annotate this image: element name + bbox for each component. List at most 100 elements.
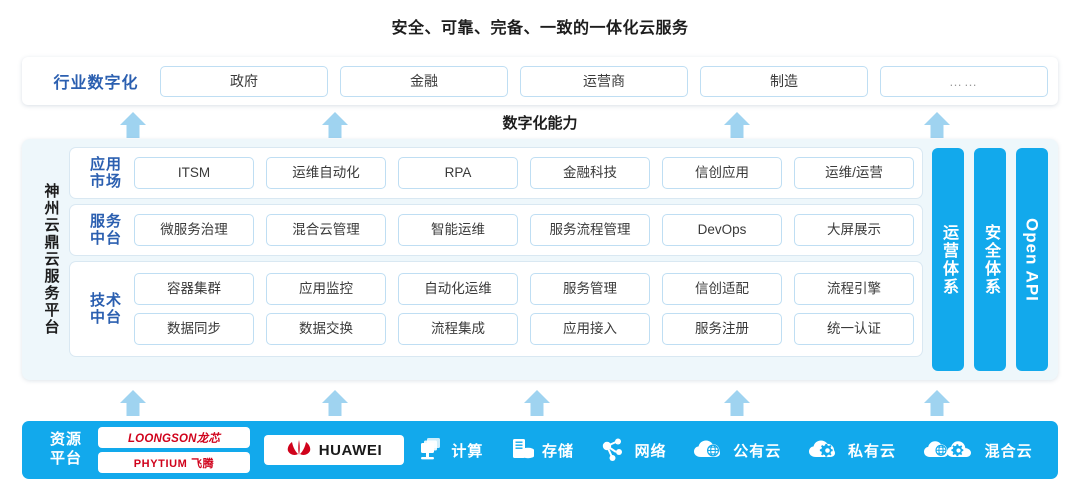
industry-cell-manufacturing[interactable]: 制造 [700, 65, 868, 97]
page-title: 安全、可靠、完备、一致的一体化云服务 [391, 20, 689, 37]
chip-unified-auth[interactable]: 统一认证 [794, 313, 914, 345]
platform-pillars: 运营体系 安全体系 Open API [922, 148, 1048, 371]
chip-xinchuang-adaptation[interactable]: 信创适配 [662, 273, 782, 305]
pillar-operation-system[interactable]: 运营体系 [932, 148, 964, 371]
industry-cell-more[interactable]: …… [880, 65, 1048, 97]
chip-row: 数据同步 数据交换 流程集成 应用接入 服务注册 统一认证 [134, 313, 914, 345]
resource-platform-band: 资源 平台 LOONGSON龙芯 PHYTIUM 飞腾 HUAWEI [22, 421, 1058, 479]
chip-microservice-governance[interactable]: 微服务治理 [134, 214, 254, 246]
huawei-logo: HUAWEI [264, 435, 404, 465]
huawei-logo-text: HUAWEI [318, 441, 383, 459]
up-arrow-icon-lower-3 [522, 388, 552, 418]
layer-service-rows: 微服务治理 混合云管理 智能运维 服务流程管理 DevOps 大屏展示 [134, 214, 914, 246]
chip-container-cluster[interactable]: 容器集群 [134, 273, 254, 305]
layer-app-market-rows: ITSM 运维自动化 RPA 金融科技 信创应用 运维/运营 [134, 157, 914, 189]
platform-layers: 应用 市场 ITSM 运维自动化 RPA 金融科技 信创应用 运维/运营 [70, 148, 922, 371]
resource-item-compute[interactable]: 计算 [417, 437, 483, 463]
up-arrow-icon-lower-1 [118, 388, 148, 418]
compute-icon [421, 438, 441, 460]
up-arrow-icon-upper-2 [320, 110, 350, 140]
platform-side-label: 神州云鼎云服务平台 [42, 183, 60, 336]
resource-item-public-cloud-label: 公有云 [733, 442, 782, 460]
resource-item-storage[interactable]: 存储 [510, 437, 574, 463]
chip-app-monitoring[interactable]: 应用监控 [266, 273, 386, 305]
layer-label-tech: 技术 中台 [78, 292, 134, 327]
layer-label-tech-line2: 中台 [89, 309, 122, 326]
layer-service-middle-platform: 服务 中台 微服务治理 混合云管理 智能运维 服务流程管理 DevOps 大屏展… [70, 205, 922, 255]
chip-vendor-logos: LOONGSON龙芯 PHYTIUM 飞腾 [98, 427, 250, 473]
layer-label-service: 服务 中台 [78, 213, 134, 248]
chip-hybrid-cloud-management[interactable]: 混合云管理 [266, 214, 386, 246]
layer-label-app-market: 应用 市场 [78, 156, 134, 191]
industry-cell-finance[interactable]: 金融 [340, 65, 508, 97]
chip-itsm[interactable]: ITSM [134, 157, 254, 189]
capability-caption: 数字化能力 [502, 115, 578, 132]
chip-service-management[interactable]: 服务管理 [530, 273, 650, 305]
industry-cell-operator[interactable]: 运营商 [520, 65, 688, 97]
chip-row: ITSM 运维自动化 RPA 金融科技 信创应用 运维/运营 [134, 157, 914, 189]
pillar-security-system-label: 安全体系 [982, 223, 999, 296]
resource-item-hybrid-cloud-label: 混合云 [984, 442, 1033, 460]
chip-rpa[interactable]: RPA [398, 157, 518, 189]
industry-band-label: 行业数字化 [53, 75, 139, 92]
chip-process-engine[interactable]: 流程引擎 [794, 273, 914, 305]
industry-digitalization-band: 行业数字化 政府 金融 运营商 制造 …… [22, 57, 1058, 105]
resource-item-hybrid-cloud[interactable]: 混合云 [923, 438, 1033, 462]
resource-item-list: 计算 存储 [404, 437, 1046, 463]
chip-automated-ops[interactable]: 自动化运维 [398, 273, 518, 305]
storage-icon [512, 439, 534, 459]
pillar-open-api[interactable]: Open API [1016, 148, 1048, 371]
resource-item-compute-label: 计算 [451, 442, 484, 460]
layer-label-app-market-line2: 市场 [89, 173, 122, 190]
resource-item-storage-label: 存储 [541, 442, 574, 460]
chip-app-access[interactable]: 应用接入 [530, 313, 650, 345]
layer-label-service-line2: 中台 [89, 230, 122, 247]
chip-process-integration[interactable]: 流程集成 [398, 313, 518, 345]
chip-fintech[interactable]: 金融科技 [530, 157, 650, 189]
layer-label-service-line1: 服务 [89, 212, 122, 230]
up-arrow-icon-upper-4 [922, 110, 952, 140]
up-arrow-icon-lower-5 [922, 388, 952, 418]
layer-app-market: 应用 市场 ITSM 运维自动化 RPA 金融科技 信创应用 运维/运营 [70, 148, 922, 198]
platform-side-label-wrap: 神州云鼎云服务平台 [32, 148, 70, 371]
chip-xinchuang-app[interactable]: 信创应用 [662, 157, 782, 189]
industry-cell-list: 政府 金融 运营商 制造 …… [160, 65, 1048, 97]
resource-band-label-line1: 资源 [49, 431, 82, 449]
private-cloud-icon [808, 440, 835, 458]
chip-row: 容器集群 应用监控 自动化运维 服务管理 信创适配 流程引擎 [134, 273, 914, 305]
network-icon [602, 438, 622, 461]
chip-data-sync[interactable]: 数据同步 [134, 313, 254, 345]
layer-label-app-market-line1: 应用 [89, 155, 122, 173]
chip-row: 微服务治理 混合云管理 智能运维 服务流程管理 DevOps 大屏展示 [134, 214, 914, 246]
pillar-open-api-label: Open API [1022, 217, 1042, 302]
industry-cell-government[interactable]: 政府 [160, 65, 328, 97]
chip-ops-operation[interactable]: 运维/运营 [794, 157, 914, 189]
chip-service-process-management[interactable]: 服务流程管理 [530, 214, 650, 246]
loongson-logo: LOONGSON龙芯 [98, 427, 250, 448]
phytium-logo: PHYTIUM 飞腾 [98, 452, 250, 473]
up-arrow-icon-lower-4 [722, 388, 752, 418]
public-cloud-icon [694, 440, 721, 457]
pillar-security-system[interactable]: 安全体系 [974, 148, 1006, 371]
chip-devops[interactable]: DevOps [662, 214, 782, 246]
resource-item-network[interactable]: 网络 [601, 437, 667, 463]
chip-ops-automation[interactable]: 运维自动化 [266, 157, 386, 189]
resource-item-private-cloud[interactable]: 私有云 [808, 438, 896, 462]
resource-item-public-cloud[interactable]: 公有云 [693, 438, 781, 462]
chip-data-exchange[interactable]: 数据交换 [266, 313, 386, 345]
chip-dashboard-display[interactable]: 大屏展示 [794, 214, 914, 246]
resource-item-network-label: 网络 [634, 442, 667, 460]
layer-tech-rows: 容器集群 应用监控 自动化运维 服务管理 信创适配 流程引擎 数据同步 数据交换… [134, 273, 914, 345]
cloud-service-platform-panel: 神州云鼎云服务平台 应用 市场 ITSM 运维自动化 RPA 金融科技 信创应用… [22, 139, 1058, 380]
up-arrow-icon-lower-2 [320, 388, 350, 418]
chip-service-registry[interactable]: 服务注册 [662, 313, 782, 345]
resource-item-private-cloud-label: 私有云 [847, 442, 896, 460]
huawei-flower-icon [287, 440, 310, 455]
resource-band-label: 资源 平台 [34, 431, 98, 469]
pillar-operation-system-label: 运营体系 [940, 223, 957, 296]
hybrid-cloud-icon [923, 441, 971, 457]
up-arrow-icon-upper-3 [722, 110, 752, 140]
resource-band-label-line2: 平台 [49, 450, 82, 467]
chip-intelligent-ops[interactable]: 智能运维 [398, 214, 518, 246]
layer-label-tech-line1: 技术 [89, 291, 122, 309]
